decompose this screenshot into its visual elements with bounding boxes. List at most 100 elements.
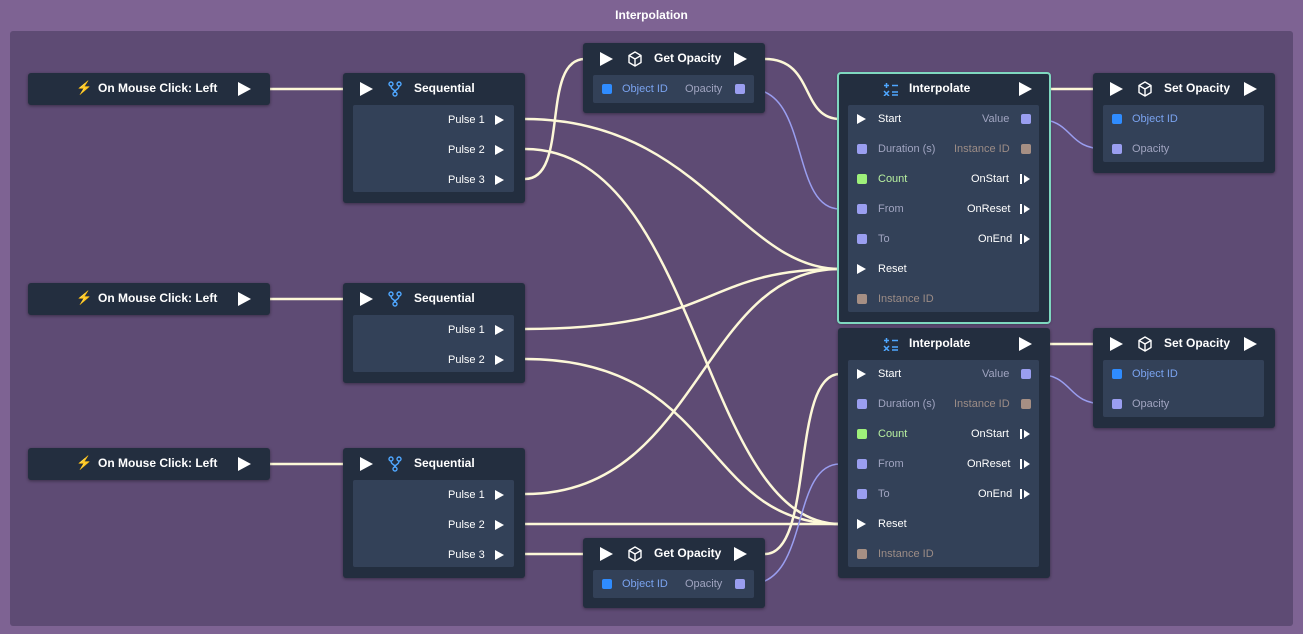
port-label: OnReset <box>967 458 1011 470</box>
port-label: Object ID <box>1132 368 1178 380</box>
exec-in-port[interactable] <box>360 292 373 306</box>
exec-out-port[interactable] <box>495 550 504 560</box>
node-body: Start Value Duration (s) Instance ID Cou… <box>848 105 1039 312</box>
port-label: Opacity <box>685 578 723 590</box>
sequential-node-2[interactable]: Sequential Pulse 1 Pulse 2 <box>343 283 525 383</box>
exec-out-port[interactable] <box>1244 337 1257 351</box>
data-out-port[interactable] <box>735 84 745 94</box>
node-body: Object ID Opacity <box>593 75 754 103</box>
port-label: Pulse 2 <box>448 144 485 156</box>
exec-out-port[interactable] <box>495 355 504 365</box>
event-node-mouse-click-2[interactable]: ⚡ On Mouse Click: Left <box>28 283 270 315</box>
exec-out-port[interactable] <box>238 82 251 96</box>
exec-out-port[interactable] <box>1020 174 1032 184</box>
event-node-title: On Mouse Click: Left <box>98 291 218 305</box>
data-in-port[interactable] <box>857 429 867 439</box>
exec-in-port[interactable] <box>360 457 373 471</box>
data-out-port[interactable] <box>1021 114 1031 124</box>
exec-out-port[interactable] <box>1020 234 1032 244</box>
data-in-port[interactable] <box>857 204 867 214</box>
data-in-port[interactable] <box>602 84 612 94</box>
event-node-title: On Mouse Click: Left <box>98 456 218 470</box>
interpolate-node-2[interactable]: Interpolate Start Value Duration (s) Ins… <box>838 328 1050 578</box>
exec-in-port[interactable] <box>1110 337 1123 351</box>
data-out-port[interactable] <box>1021 144 1031 154</box>
event-node-mouse-click-3[interactable]: ⚡ On Mouse Click: Left <box>28 448 270 480</box>
data-in-port[interactable] <box>857 144 867 154</box>
data-out-port[interactable] <box>1021 369 1031 379</box>
data-in-port[interactable] <box>857 489 867 499</box>
port-label: Object ID <box>622 83 668 95</box>
port-label: Value <box>982 113 1010 125</box>
get-opacity-node-1[interactable]: Get Opacity Object ID Opacity <box>583 43 765 113</box>
exec-out-port[interactable] <box>495 145 504 155</box>
port-label: Object ID <box>1132 113 1178 125</box>
exec-out-port[interactable] <box>1020 489 1032 499</box>
event-node-title: On Mouse Click: Left <box>98 81 218 95</box>
exec-out-port[interactable] <box>734 52 747 66</box>
port-label: Instance ID <box>954 143 1010 155</box>
exec-out-port[interactable] <box>1020 429 1032 439</box>
port-label: Count <box>878 428 908 440</box>
port-label: Start <box>878 368 902 380</box>
node-body: Pulse 1 Pulse 2 <box>353 315 514 372</box>
exec-in-port[interactable] <box>857 114 866 124</box>
data-in-port[interactable] <box>1112 399 1122 409</box>
exec-in-port[interactable] <box>857 519 866 529</box>
exec-out-port[interactable] <box>238 457 251 471</box>
node-title: Interpolate <box>909 336 971 350</box>
exec-out-port[interactable] <box>734 547 747 561</box>
node-body: Object ID Opacity <box>593 570 754 598</box>
data-in-port[interactable] <box>1112 114 1122 124</box>
data-in-port[interactable] <box>857 399 867 409</box>
event-node-mouse-click-1[interactable]: ⚡ On Mouse Click: Left <box>28 73 270 105</box>
data-in-port[interactable] <box>857 549 867 559</box>
exec-out-port[interactable] <box>495 325 504 335</box>
set-opacity-node-2[interactable]: Set Opacity Object ID Opacity <box>1093 328 1275 428</box>
set-opacity-node-1[interactable]: Set Opacity Object ID Opacity <box>1093 73 1275 173</box>
data-out-port[interactable] <box>1021 399 1031 409</box>
port-label: Pulse 1 <box>448 324 485 336</box>
exec-out-port[interactable] <box>1019 82 1032 96</box>
data-out-port[interactable] <box>735 579 745 589</box>
exec-out-port[interactable] <box>495 520 504 530</box>
exec-in-port[interactable] <box>600 52 613 66</box>
exec-out-port[interactable] <box>1019 337 1032 351</box>
exec-out-port[interactable] <box>495 490 504 500</box>
get-opacity-node-2[interactable]: Get Opacity Object ID Opacity <box>583 538 765 608</box>
exec-out-port[interactable] <box>495 175 504 185</box>
data-in-port[interactable] <box>602 579 612 589</box>
sequential-node-3[interactable]: Sequential Pulse 1 Pulse 2 Pulse 3 <box>343 448 525 578</box>
branch-icon <box>388 81 402 97</box>
data-in-port[interactable] <box>857 174 867 184</box>
data-in-port[interactable] <box>857 294 867 304</box>
sequential-node-1[interactable]: Sequential Pulse 1 Pulse 2 Pulse 3 <box>343 73 525 203</box>
exec-in-port[interactable] <box>360 82 373 96</box>
exec-out-port[interactable] <box>1020 204 1032 214</box>
exec-in-port[interactable] <box>857 264 866 274</box>
exec-out-port[interactable] <box>238 292 251 306</box>
cube-icon <box>1138 81 1152 97</box>
port-label: From <box>878 458 904 470</box>
port-label: Opacity <box>1132 143 1170 155</box>
data-in-port[interactable] <box>1112 144 1122 154</box>
exec-in-port[interactable] <box>1110 82 1123 96</box>
exec-out-port[interactable] <box>495 115 504 125</box>
exec-out-port[interactable] <box>1244 82 1257 96</box>
math-ops-icon <box>883 338 898 351</box>
cube-icon <box>628 51 642 67</box>
port-label: OnStart <box>971 173 1009 185</box>
port-label: Start <box>878 113 902 125</box>
exec-in-port[interactable] <box>600 547 613 561</box>
port-label: Pulse 1 <box>448 489 485 501</box>
data-in-port[interactable] <box>857 234 867 244</box>
data-in-port[interactable] <box>1112 369 1122 379</box>
port-label: Pulse 2 <box>448 519 485 531</box>
exec-out-port[interactable] <box>1020 459 1032 469</box>
port-label: To <box>878 488 890 500</box>
data-in-port[interactable] <box>857 459 867 469</box>
exec-in-port[interactable] <box>857 369 866 379</box>
interpolate-node-1[interactable]: Interpolate Start Value Duration (s) Ins… <box>837 72 1051 324</box>
port-label: Instance ID <box>878 548 934 560</box>
port-label: OnEnd <box>978 233 1013 245</box>
